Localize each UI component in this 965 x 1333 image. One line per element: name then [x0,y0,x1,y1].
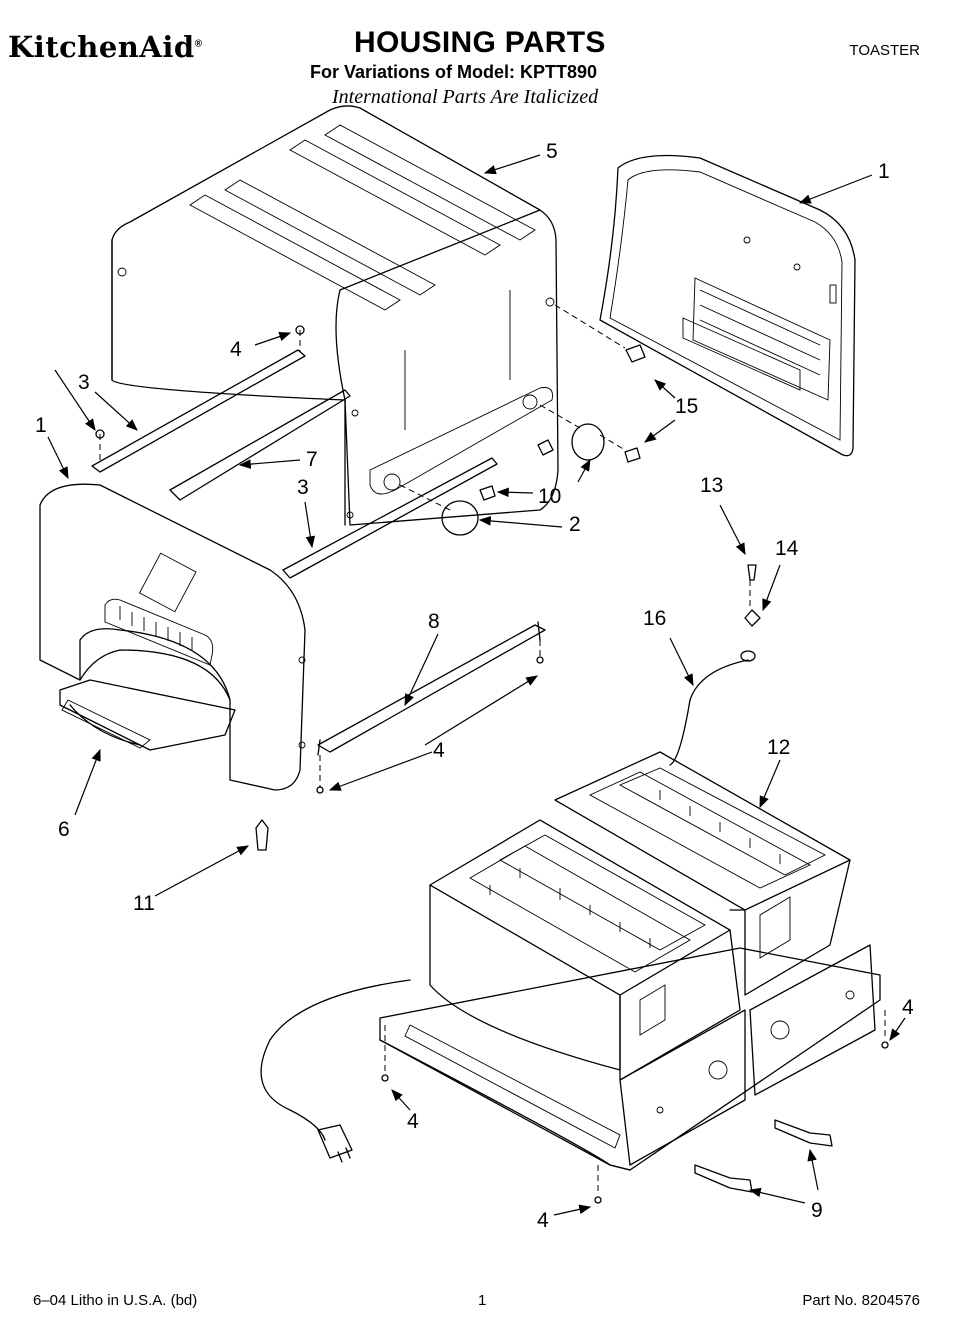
international-note: International Parts Are Italicized [332,86,599,108]
kitchenaid-logo: KitchenAid® [8,30,203,64]
callout-label: 4 [407,1110,419,1133]
callout-label: 1 [878,160,890,183]
callout-label: 4 [433,739,445,762]
callout-label: 9 [811,1199,823,1222]
callout-label: 4 [537,1209,549,1232]
page-title: HOUSING PARTS [354,26,606,59]
callout-label: 10 [538,485,561,508]
callout-label: 15 [675,395,698,418]
assembly-guide-lines [99,304,886,1195]
page-number: 1 [478,1292,487,1309]
callout-arrows [47,154,906,1216]
callout-labels: 1 5 4 3 1 7 3 15 10 2 13 14 8 16 4 6 11 … [35,140,914,1232]
callout-label: 12 [767,736,790,759]
callout-label: 16 [643,607,666,630]
callout-label: 13 [700,474,723,497]
crumb-tray-part-6 [59,679,236,751]
product-category: TOASTER [849,42,920,59]
callout-label: 5 [546,140,558,163]
callout-label: 3 [78,371,90,394]
callout-label: 7 [306,448,318,471]
callout-label: 2 [569,513,581,536]
callout-label: 14 [775,537,799,560]
housing-shell-part-5 [111,105,559,526]
footer-litho: 6–04 Litho in U.S.A. (bd) [33,1292,198,1309]
callout-label: 4 [902,996,914,1019]
callout-label: 11 [133,892,155,915]
ground-wire-part-16 [669,659,749,766]
small-hardware [95,325,889,1204]
power-cord [260,979,411,1163]
model-subtitle: For Variations of Model: KPTT890 [310,62,598,82]
callout-label: 3 [297,476,309,499]
brackets-and-bars [91,349,546,756]
callout-label: 6 [58,818,70,841]
toaster-chassis-part-12 [379,751,881,1171]
part-number: Part No. 8204576 [802,1292,920,1309]
end-cap-left-part-1 [39,483,306,791]
callout-label: 4 [230,338,242,361]
end-cap-right-part-1 [599,154,856,457]
callout-label: 1 [35,414,47,437]
callout-label: 8 [428,610,440,633]
